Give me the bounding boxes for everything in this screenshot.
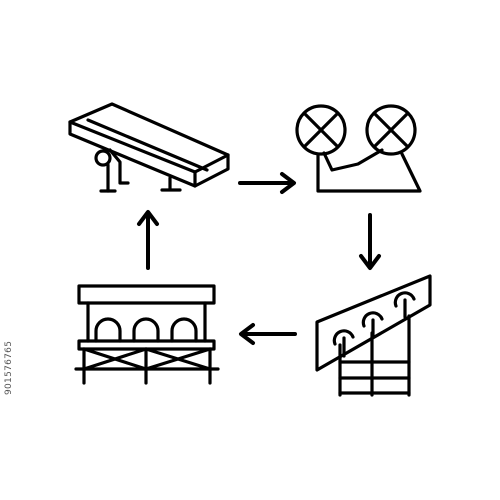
- arrow-left-icon: [239, 323, 297, 345]
- watermark-id-text: 901576765: [4, 340, 14, 395]
- arrow-up-icon: [137, 210, 159, 270]
- conveyor-belt-icon: [68, 102, 230, 193]
- tape-reel-machine-icon: [295, 104, 422, 193]
- platform-on-scaffold-icon: [74, 284, 220, 385]
- arrow-down-icon: [359, 213, 381, 270]
- inclined-panel-with-ladder-icon: [315, 274, 432, 397]
- arrow-right-icon: [238, 172, 296, 194]
